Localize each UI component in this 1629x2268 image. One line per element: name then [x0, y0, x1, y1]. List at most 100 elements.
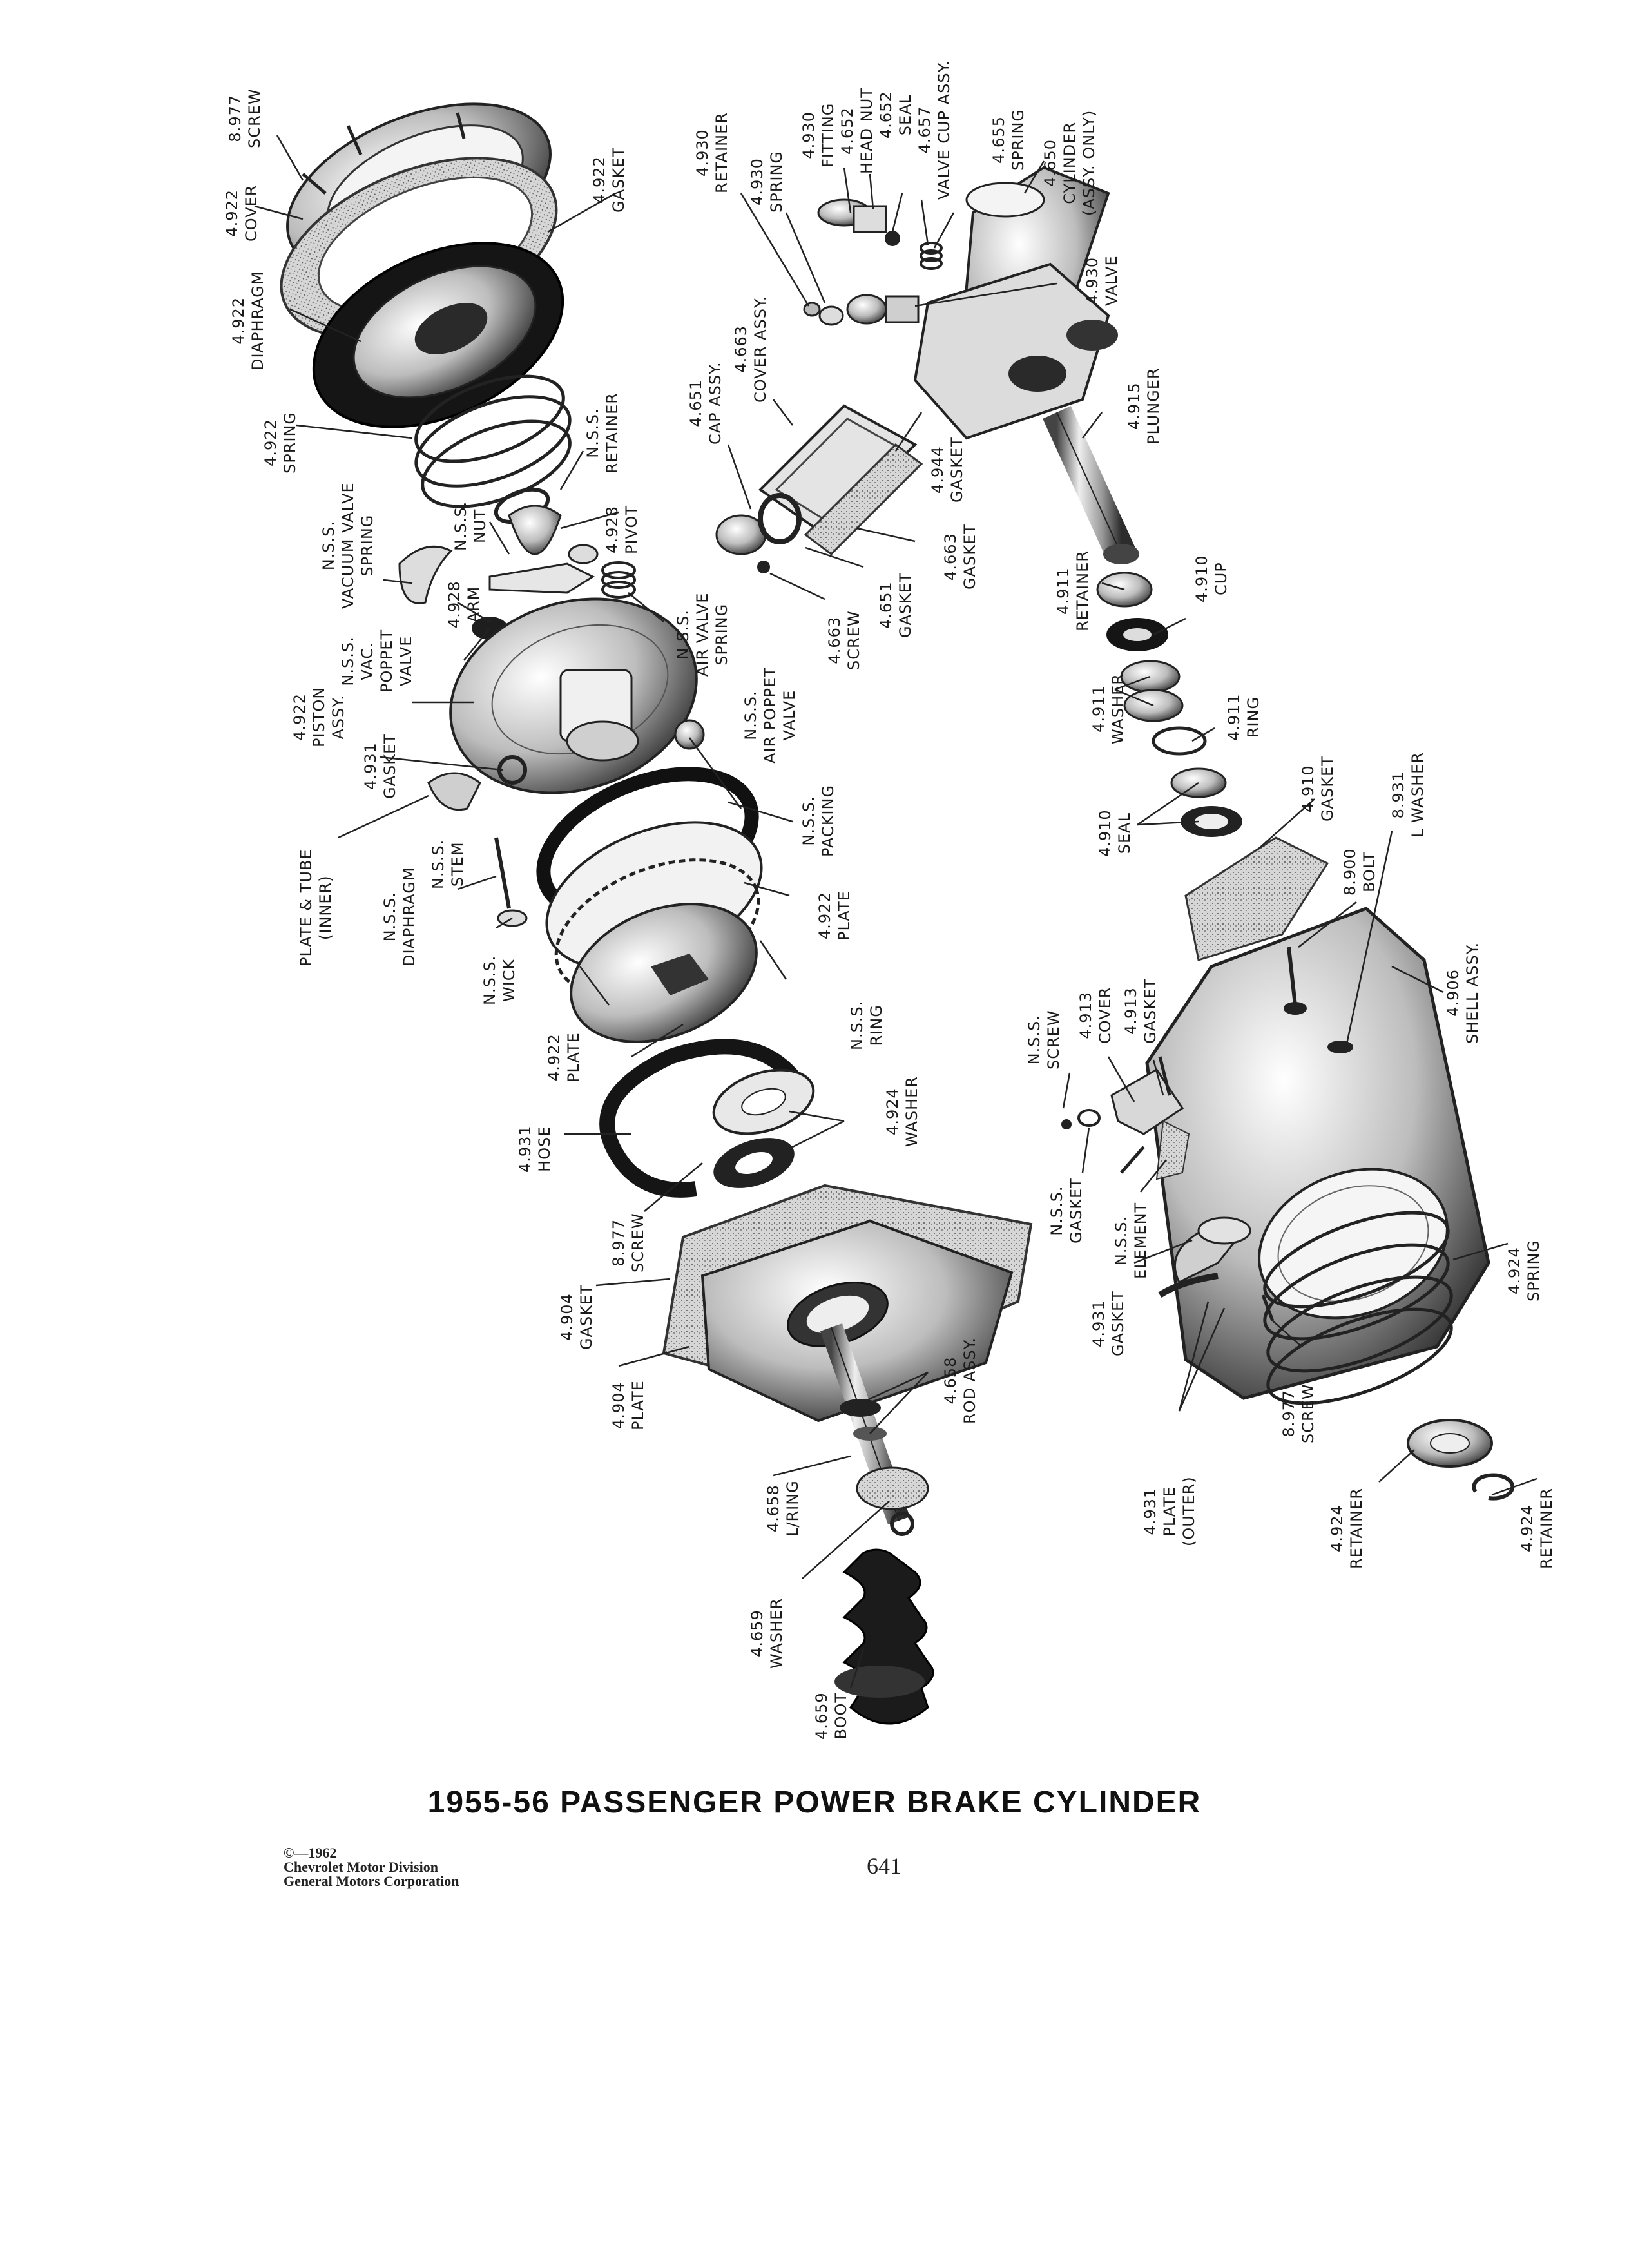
cylinder-4650-part — [913, 166, 1118, 440]
callout-number: 8.977 — [610, 1218, 628, 1267]
callout-label-line2: VALVE — [780, 689, 798, 741]
boot-4659-part — [834, 1548, 934, 1725]
callout-number: 8.900 — [1341, 848, 1359, 896]
callout-boot-4659: 4.659 BOOT — [812, 1692, 851, 1740]
callout-label: SPRING — [1009, 108, 1027, 171]
callout-label: WASHER — [1109, 673, 1127, 744]
callout-number: 8.977 — [1280, 1389, 1298, 1437]
callout-valve-cup-assy-4657: 4.657 VALVE CUP ASSY. — [915, 60, 954, 200]
callout-cap-assy-4651: 4.651 CAP ASSY. — [686, 361, 725, 445]
callout-label: BOLT — [1360, 851, 1378, 892]
callout-label-line2: SPRING — [713, 603, 731, 666]
callout-number: N.S.S. — [339, 636, 357, 686]
callout-plate-4922-lower: 4.922 PLATE — [545, 1032, 583, 1082]
callout-number: 4.911 — [1054, 567, 1072, 615]
callout-number: 4.922 — [262, 419, 280, 466]
callout-number: N.S.S. — [481, 955, 499, 1005]
callout-number: 4.650 — [1041, 139, 1059, 187]
pivot-arm-parts — [398, 505, 636, 640]
callout-label: GASKET — [381, 733, 399, 799]
callout-spring-4924: 4.924 SPRING — [1505, 1240, 1543, 1302]
callout-label: COVER — [242, 184, 260, 242]
callout-label: HOSE — [535, 1126, 554, 1172]
callout-cover-4913: 4.913 COVER — [1076, 987, 1115, 1044]
callout-plate-4904: 4.904 PLATE — [609, 1380, 648, 1430]
callout-plunger-4915: 4.915 PLUNGER — [1124, 367, 1163, 445]
copyright-year: ©—1962 — [284, 1845, 337, 1861]
callout-number: 4.663 — [732, 325, 750, 373]
callout-label: WASHER — [767, 1598, 786, 1669]
leader-lines — [254, 135, 1537, 1689]
callout-label: NUT — [471, 508, 489, 543]
callout-number: 4.922 — [291, 693, 309, 741]
copyright-division: Chevrolet Motor Division — [284, 1859, 438, 1875]
callout-gasket-4910: 4.910 GASKET — [1298, 756, 1337, 822]
callout-label: SHELL ASSY. — [1463, 941, 1481, 1044]
callout-number: 4.652 — [838, 107, 856, 155]
callout-label: VAC. — [358, 642, 376, 680]
cover-assy-4663-part — [715, 404, 923, 573]
callout-label-line2: (ASSY. ONLY) — [1080, 110, 1098, 216]
callout-gasket-4944: 4.944 GASKET — [928, 437, 967, 503]
callout-number: 4.930 — [1083, 256, 1101, 305]
callout-number: 4.651 — [687, 379, 705, 427]
callout-packing-nss: N.S.S. PACKING — [799, 785, 838, 857]
shell-assy-4906-part — [1145, 907, 1490, 1400]
callout-number: 4.930 — [693, 129, 711, 177]
callout-label: GASKET — [1109, 1291, 1127, 1356]
callout-gasket-4913: 4.913 GASKET — [1121, 978, 1160, 1044]
callout-retainer-4911: 4.911 RETAINER — [1054, 550, 1092, 631]
callout-retainer-4924-b: 4.924 RETAINER — [1518, 1488, 1556, 1569]
callout-cylinder-4650: 4.650 CYLINDER (ASSY. ONLY) — [1041, 110, 1099, 216]
callout-element-nss: N.S.S. ELEMENT — [1112, 1202, 1150, 1279]
callout-label: DIAPHRAGM — [400, 867, 418, 967]
callout-number: 4.910 — [1096, 809, 1114, 857]
callout-label-line2: ASSY. — [329, 695, 347, 740]
callout-number: 4.922 — [223, 189, 241, 237]
callout-label: GASKET — [1067, 1178, 1085, 1244]
callout-gasket-4904: 4.904 GASKET — [557, 1284, 596, 1350]
callout-label: PLATE — [835, 890, 853, 941]
callout-label: SPRING — [767, 150, 786, 213]
callout-label: HEAD NUT — [858, 88, 876, 174]
callout-wick-nss: N.S.S. WICK — [480, 956, 519, 1005]
callout-number: 4.930 — [748, 158, 766, 206]
callout-number: N.S.S. — [800, 796, 818, 846]
callout-label: SPRING — [281, 411, 299, 474]
callout-number: 4.922 — [229, 296, 247, 345]
callout-shell-assy-4906: 4.906 SHELL ASSY. — [1443, 942, 1482, 1044]
callout-label: CAP ASSY. — [706, 361, 724, 445]
callout-number: 4.922 — [545, 1033, 563, 1081]
callout-number: N.S.S. — [452, 501, 470, 551]
callout-air-poppet-valve-nss: N.S.S. AIR POPPET VALVE — [741, 667, 799, 764]
callout-label: L WASHER — [1409, 752, 1427, 838]
cover-4913-part — [1061, 1056, 1190, 1180]
page-number: 641 — [867, 1853, 901, 1879]
callout-number: 4.663 — [825, 616, 843, 664]
callout-vac-poppet-valve-nss: N.S.S. VAC. POPPET VALVE — [338, 629, 416, 693]
callout-retainer-4930: 4.930 RETAINER — [693, 112, 731, 193]
callout-spring-4930: 4.930 SPRING — [747, 151, 786, 213]
callout-label: L/RING — [784, 1480, 802, 1537]
callout-cover-assy-4663: 4.663 COVER ASSY. — [731, 296, 770, 403]
callout-diaphragm-nss: N.S.S. DIAPHRAGM — [380, 867, 419, 967]
callout-label: SCREW — [246, 88, 264, 148]
callout-number: 4.931 — [516, 1125, 534, 1173]
callout-label: RETAINER — [713, 112, 731, 193]
retainer-4924-part — [1407, 1419, 1515, 1501]
callout-label: ROD ASSY. — [961, 1337, 979, 1424]
callout-bolt-8900: 8.900 BOLT — [1340, 848, 1379, 896]
callout-label: SPRING — [1525, 1239, 1543, 1302]
callout-cover-4922: 4.922 COVER — [222, 185, 261, 242]
callout-number: 4.931 — [1090, 1300, 1108, 1347]
callout-plate-outer-4931: 4.931 PLATE (OUTER) — [1141, 1476, 1199, 1546]
callout-label: SCREW — [1299, 1383, 1317, 1443]
callout-gasket-4922-top: 4.922 GASKET — [590, 147, 628, 213]
callout-number: 4.904 — [558, 1293, 576, 1341]
callout-label: SEAL — [896, 94, 914, 136]
copyright-notice: ©—1962 Chevrolet Motor Division General … — [284, 1846, 459, 1888]
callout-label: GASKET — [896, 572, 914, 638]
callout-label: SCREW — [845, 610, 863, 670]
callout-label: WASHER — [903, 1076, 921, 1147]
callout-label: AIR POPPET — [761, 667, 779, 764]
